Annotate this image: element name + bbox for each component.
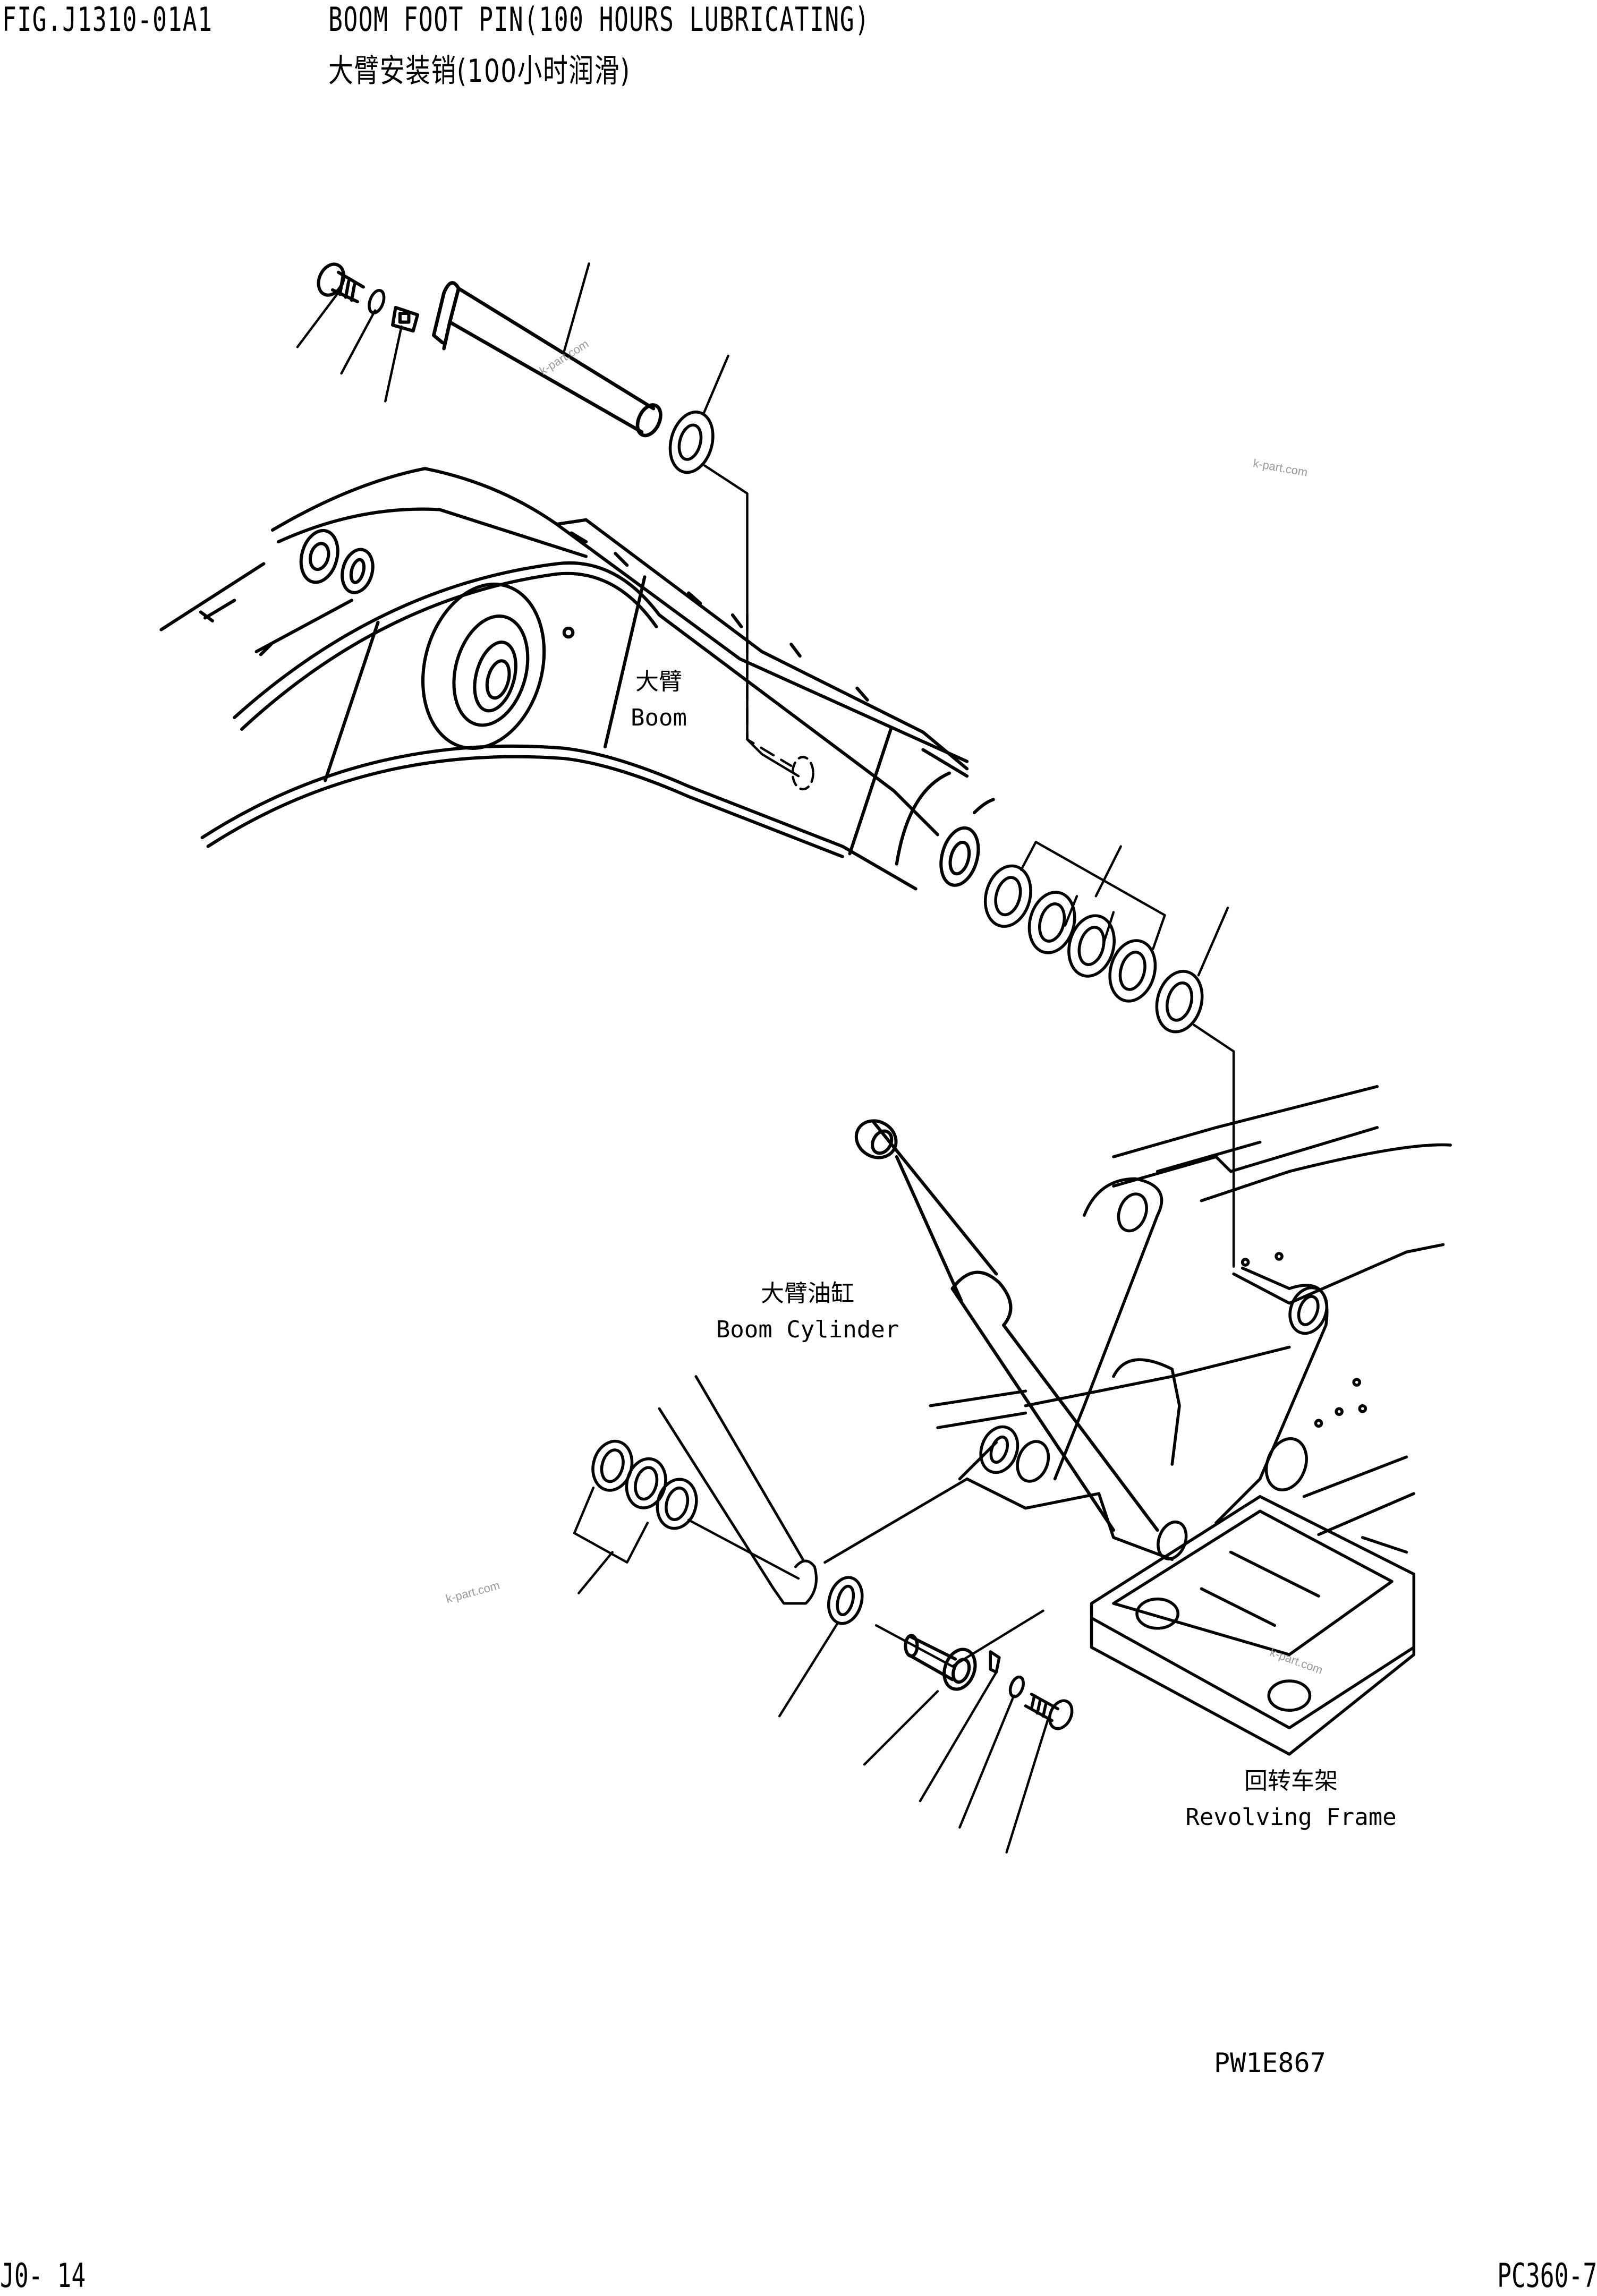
- lube-leader-dashed: [746, 613, 793, 767]
- upper-bolt-icon: [296, 262, 365, 348]
- lower-spring-washer-icon: [958, 1675, 1025, 1829]
- lower-bolt-icon: [1005, 1693, 1074, 1854]
- boom-cylinder-label: 大臂油缸 Boom Cylinder: [716, 1276, 899, 1348]
- revolving-frame-label-zh: 回转车架: [1244, 1768, 1338, 1795]
- revolving-frame-label-en: Revolving Frame: [1185, 1804, 1397, 1831]
- lower-shims-icon: [573, 1439, 800, 1594]
- upper-plate-icon: [384, 305, 420, 403]
- lower-washer-icon: [778, 1576, 864, 1718]
- figure-title-en: BOOM FOOT PIN(100 HOURS LUBRICATING): [328, 0, 870, 39]
- boom-cylinder-label-zh: 大臂油缸: [761, 1280, 854, 1307]
- boom-icon: [159, 467, 995, 891]
- revolving-frame-label: 回转车架 Revolving Frame: [1185, 1763, 1396, 1836]
- upper-washer-icon: [340, 289, 386, 375]
- boom-label: 大臂 Boom: [631, 664, 687, 736]
- drawing-code: PW1E867: [1214, 2047, 1326, 2078]
- page-number: J0- 14: [0, 2256, 86, 2295]
- figure-title-zh: 大臂安装销(100小时润滑): [328, 53, 631, 90]
- lower-cylinder-rod-icon: [658, 1375, 969, 1605]
- model-number: PC360-7: [1497, 2256, 1597, 2295]
- boom-cylinder-label-en: Boom Cylinder: [716, 1316, 899, 1343]
- upper-pin-icon: [431, 262, 662, 438]
- figure-number: FIG.J1310-01A1: [2, 0, 213, 39]
- lower-pin-icon: [863, 1609, 1044, 1766]
- boom-label-en: Boom: [631, 704, 687, 731]
- boom-label-zh: 大臂: [635, 668, 682, 695]
- lower-plate-icon: [919, 1650, 1001, 1803]
- revolving-frame-icon: [929, 1085, 1452, 1756]
- boom-cylinder-icon: [854, 1119, 1159, 1532]
- shim-stack-icon: [983, 841, 1235, 1268]
